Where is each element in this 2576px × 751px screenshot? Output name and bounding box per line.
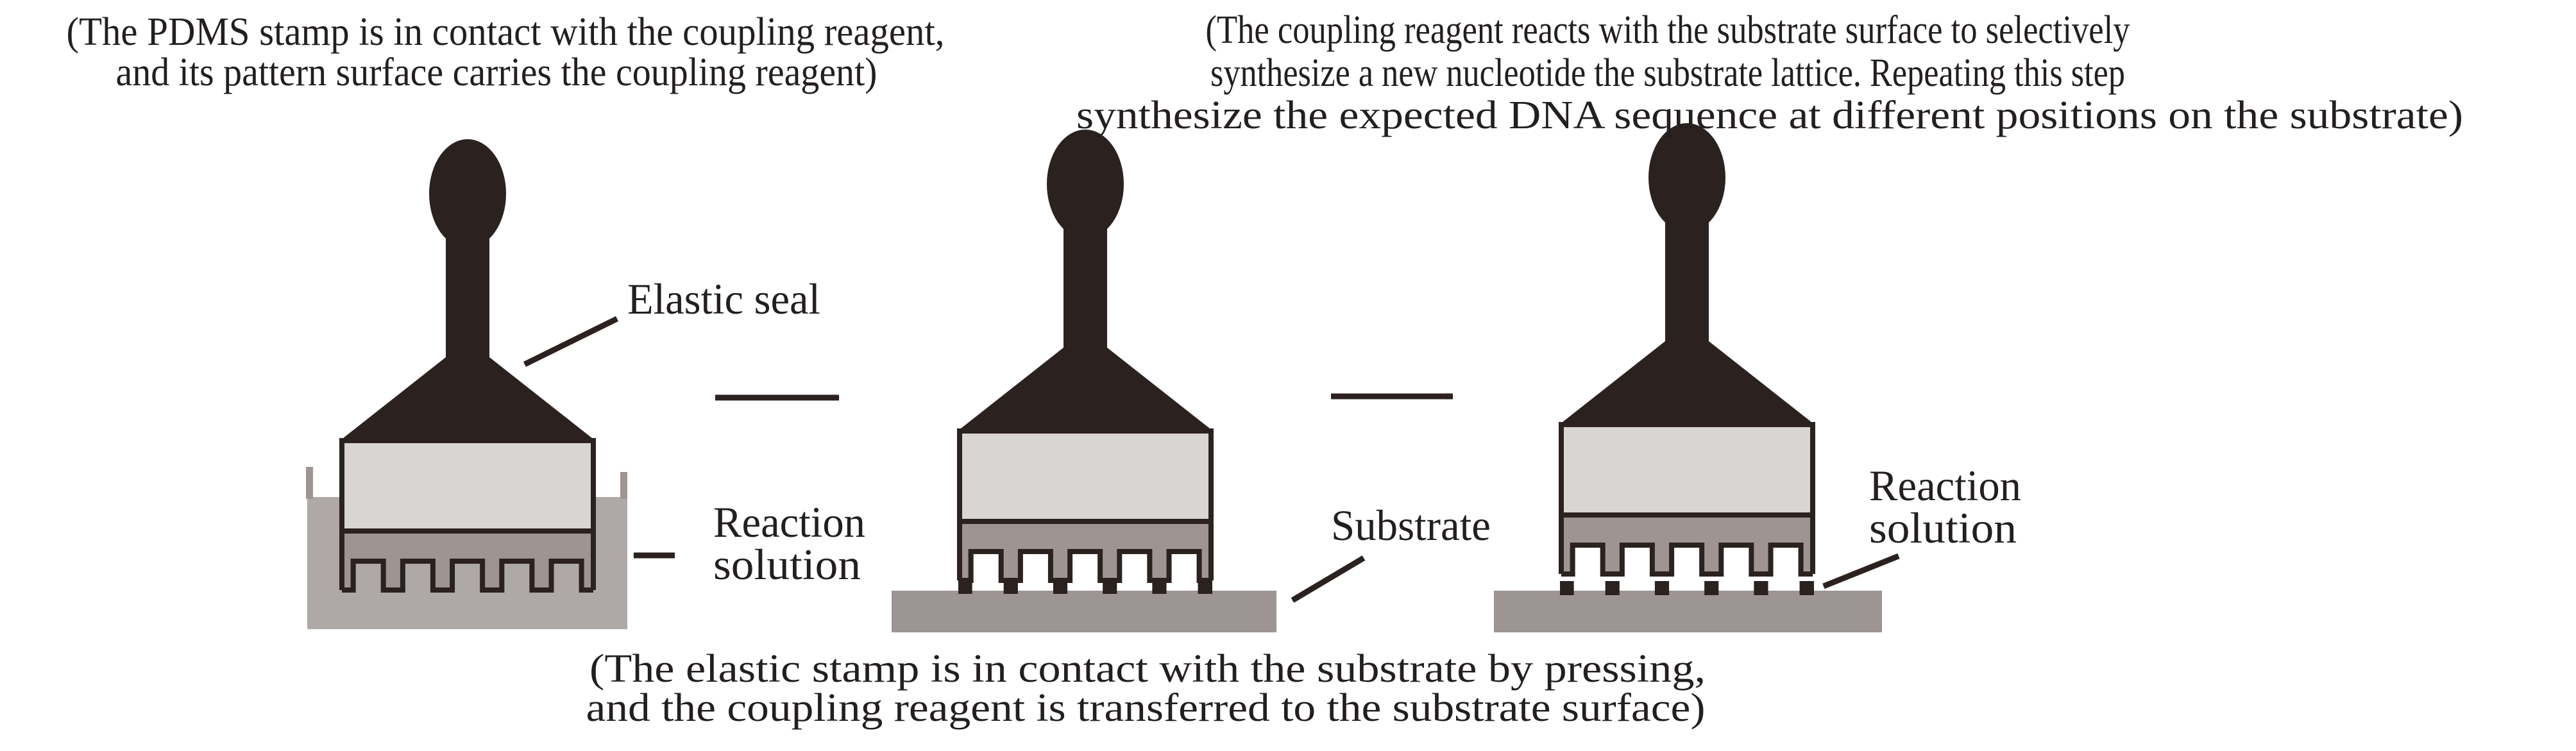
stamp-elastic-body: [342, 441, 593, 531]
coupling-reagent-spot: [1799, 581, 1814, 595]
caption-step2: (The elastic stamp is in contact with th…: [586, 647, 1706, 730]
caption-step2-line1: (The elastic stamp is in contact with th…: [589, 647, 1706, 691]
pointer-arrow-icon-reaction-solution-3: [1822, 553, 1900, 589]
coupling-reagent-spot: [1560, 581, 1574, 595]
coupling-reagent-spot: [1654, 581, 1670, 595]
pointer-arrow-icon-substrate: [1291, 555, 1366, 603]
stamp-pattern-recess: [1572, 545, 1603, 578]
stamp-pattern-recess: [402, 561, 433, 594]
caption-step3-line2: synthesize a new nucleotide the substrat…: [1210, 51, 2125, 95]
caption-step1-line1: (The PDMS stamp is in contact with the c…: [67, 10, 945, 54]
bath-rim-right: [620, 472, 627, 499]
stamp-handle-icon: [1559, 221, 1815, 425]
stamp-pattern-recess: [1770, 545, 1801, 578]
stamp-handle-icon: [340, 237, 595, 441]
label-reaction-solution-3-line1: Reaction: [1869, 461, 2021, 510]
stamp-pattern-recess: [353, 561, 384, 594]
stamp-outline: [957, 428, 1214, 580]
coupling-reagent-spot: [1704, 581, 1719, 595]
stamp-handle-knob-icon: [1648, 123, 1725, 232]
caption-step2-line2: and the coupling reagent is transferred …: [586, 686, 1706, 730]
stamp-handle-knob-icon: [1047, 130, 1124, 239]
caption-step3-line3: synthesize the expected DNA sequence at …: [1076, 94, 2463, 137]
caption-step1: (The PDMS stamp is in contact with the c…: [67, 10, 945, 94]
coupling-reagent-spot: [1053, 578, 1068, 594]
coupling-reagent-spot: [1198, 578, 1212, 594]
substrate-step2: [892, 591, 1276, 632]
coupling-reagent-spot: [1605, 581, 1620, 595]
label-elastic-seal: Elastic seal: [627, 274, 820, 323]
stamp-elastic-body: [1561, 425, 1813, 515]
bath-rim-left: [306, 467, 313, 499]
label-reaction-solution-1-line1: Reaction: [713, 498, 865, 546]
stamp-pattern-outline: [960, 549, 1211, 583]
stamp-pattern-recess: [970, 552, 1001, 584]
stamp-outline: [1559, 422, 1815, 574]
coupling-reagent-spot: [1103, 578, 1117, 594]
stamp-pattern-outline: [1561, 543, 1813, 577]
caption-step3: (The coupling reagent reacts with the su…: [1076, 8, 2463, 137]
caption-step3-line1: (The coupling reagent reacts with the su…: [1206, 8, 2130, 52]
label-reaction-solution-3-line2: solution: [1869, 503, 2017, 552]
label-substrate: Substrate: [1331, 501, 1491, 550]
pointer-arrow-icon-elastic-seal: [523, 316, 618, 367]
stamp-pattern-recess: [1119, 552, 1150, 584]
stamp-outline: [339, 438, 596, 590]
stamp-pattern-recess: [1622, 545, 1652, 578]
stamp-pattern-recess: [502, 561, 532, 594]
stamp-pattern-recess: [1070, 552, 1101, 584]
stamp-drawing-layer: [306, 123, 1882, 632]
label-reaction-solution-1-line2: solution: [713, 540, 861, 589]
substrate-step3: [1494, 591, 1882, 632]
stamp-handle-icon: [958, 228, 1213, 431]
stamp-pattern-recess: [1169, 552, 1199, 584]
stamp-pattern-recess: [1672, 545, 1702, 578]
stamp-pattern-recess: [551, 561, 582, 594]
coupling-reagent-spot: [1003, 578, 1018, 594]
coupling-reagent-spot: [958, 578, 972, 594]
stamp-handle-knob-icon: [429, 139, 506, 248]
stamp-pattern-outline: [342, 559, 593, 593]
stamp-pattern-recess: [1721, 545, 1752, 578]
stamp-pattern-recess: [452, 561, 483, 594]
caption-step1-line2: and its pattern surface carries the coup…: [116, 51, 877, 94]
stamp-elastic-body: [960, 431, 1211, 521]
coupling-reagent-spot: [1152, 578, 1167, 594]
stamp-pattern-recess: [1020, 552, 1051, 584]
coupling-reagent-spot: [1754, 581, 1768, 595]
